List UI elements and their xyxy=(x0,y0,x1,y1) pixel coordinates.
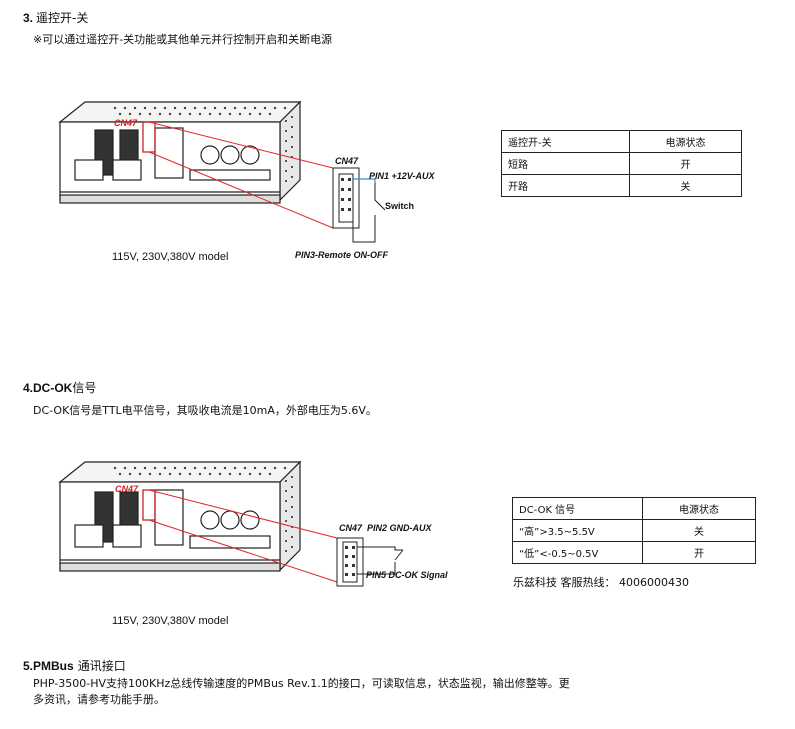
table-header: 电源状态 xyxy=(629,130,742,153)
switch-label: Switch xyxy=(385,201,414,211)
pin5-label: PIN5 DC-OK Signal xyxy=(366,570,448,580)
customer-hotline: 乐兹科技 客服热线： 4006000430 xyxy=(513,576,689,589)
switch-return-wire xyxy=(352,215,376,243)
cn47-connector-label: CN47 xyxy=(339,523,363,533)
table-header: 遥控开-关 xyxy=(501,130,630,153)
table-header: 电源状态 xyxy=(642,497,756,520)
cn47-connector xyxy=(336,537,364,587)
section4-model-label: 115V, 230V,380V model xyxy=(112,615,229,627)
cn47-board-label: CN47 xyxy=(114,118,138,128)
table-row: “高”>3.5~5.5V 关 xyxy=(512,519,756,542)
table-cell: 开 xyxy=(642,541,756,564)
pin1-label: PIN1 +12V-AUX xyxy=(369,171,435,181)
gnd-wire xyxy=(357,546,403,551)
red-guide-line-bottom xyxy=(148,151,334,229)
signal-wire xyxy=(357,562,396,575)
psu-illustration xyxy=(58,100,302,204)
red-guide-line-top xyxy=(148,121,334,169)
table-cell: 开 xyxy=(629,152,742,175)
table-header-row: 遥控开-关 电源状态 xyxy=(501,130,742,153)
cn47-board-label: CN47 xyxy=(115,484,139,494)
table-header: DC-OK 信号 xyxy=(512,497,643,520)
table-row: “低”<-0.5~0.5V 开 xyxy=(512,541,756,564)
pin3-label: PIN3-Remote ON-OFF xyxy=(295,250,389,260)
cn47-connector-label: CN47 xyxy=(335,156,359,166)
section4-heading: 4.DC-OK信号 xyxy=(23,381,97,395)
cn47-connector xyxy=(332,167,360,229)
table-cell: “低”<-0.5~0.5V xyxy=(512,541,643,564)
section5-description-line1: PHP-3500-HV支持100KHz总线传输速度的PMBus Rev.1.1的… xyxy=(33,677,570,690)
table-cell: 短路 xyxy=(501,152,630,175)
red-guide-line-bottom xyxy=(148,519,338,583)
blue-wire xyxy=(353,178,376,183)
psu-illustration xyxy=(58,460,302,572)
table-cell: 开路 xyxy=(501,174,630,197)
section3-description: ※可以通过遥控开-关功能或其他单元并行控制开启和关断电源 xyxy=(33,33,333,46)
section4-description: DC-OK信号是TTL电平信号，其吸收电流是10mA，外部电压为5.6V。 xyxy=(33,404,377,417)
table-row: 开路 关 xyxy=(501,174,742,197)
red-guide-line-top xyxy=(148,489,338,539)
section3-model-label: 115V, 230V,380V model xyxy=(112,251,229,263)
section3-heading: 3.遥控开-关 xyxy=(23,11,89,25)
pin2-label: PIN2 GND-AUX xyxy=(367,523,433,533)
signal-switch xyxy=(394,549,404,561)
remote-onoff-table: 遥控开-关 电源状态 短路 开 开路 关 xyxy=(501,130,742,197)
table-cell: 关 xyxy=(629,174,742,197)
dc-ok-diagram: CN47 CN47 PIN2 GND-AUX PIN5 DC-OK Signal xyxy=(58,460,448,587)
table-row: 短路 开 xyxy=(501,152,742,175)
table-header-row: DC-OK 信号 电源状态 xyxy=(512,497,756,520)
remote-onoff-diagram: CN47 CN47 PIN1 +12V-AUX Switch PIN3-Remo… xyxy=(58,100,435,260)
section5-description-line2: 多资讯，请参考功能手册。 xyxy=(33,693,165,706)
switch-lever xyxy=(374,183,386,211)
dc-ok-table: DC-OK 信号 电源状态 “高”>3.5~5.5V 关 “低”<-0.5~0.… xyxy=(512,497,756,564)
table-cell: 关 xyxy=(642,519,756,542)
table-cell: “高”>3.5~5.5V xyxy=(512,519,643,542)
